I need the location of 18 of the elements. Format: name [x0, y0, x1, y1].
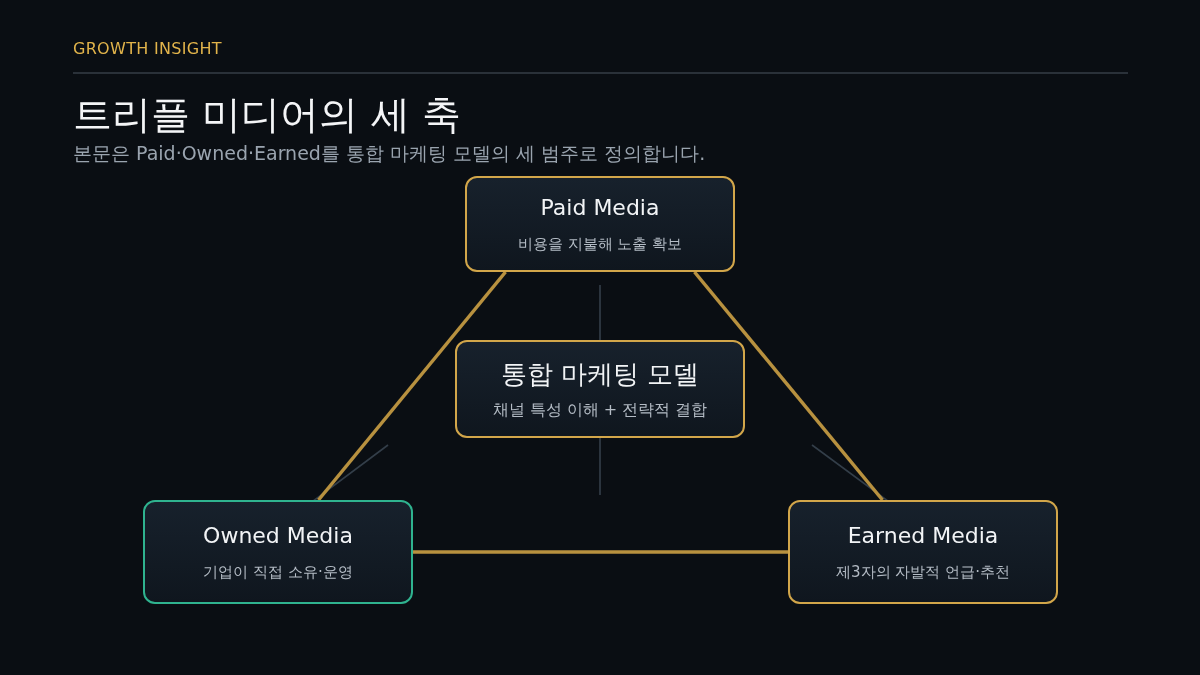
media-box	[143, 500, 413, 604]
connector-line	[413, 550, 788, 554]
subtitle: 본문은 Paid·Owned·Earned를 통합 마케팅 모델의 세 범주로 정의합니다.	[73, 141, 706, 165]
section-label: GROWTH INSIGHT	[73, 39, 222, 59]
model-box	[455, 340, 745, 438]
node-title: Paid Media	[540, 194, 660, 222]
node-title: 통합 마케팅 모델	[500, 358, 700, 390]
media-box	[465, 176, 735, 272]
media-box	[788, 500, 1058, 604]
connector-line	[317, 270, 507, 502]
node-description: 비용을 지불해 노출 확보	[517, 234, 683, 254]
connector-line	[693, 270, 884, 502]
slide-title: 트리플 미디어의 세 축	[73, 92, 462, 138]
node-description: 제3자의 자발적 언급·추천	[836, 562, 1010, 582]
node-title: Earned Media	[847, 522, 999, 550]
node-description: 기업이 직접 소유·운영	[203, 562, 353, 582]
node-description: 채널 특성 이해 + 전략적 결합	[492, 400, 708, 420]
node-title: Owned Media	[203, 522, 353, 550]
